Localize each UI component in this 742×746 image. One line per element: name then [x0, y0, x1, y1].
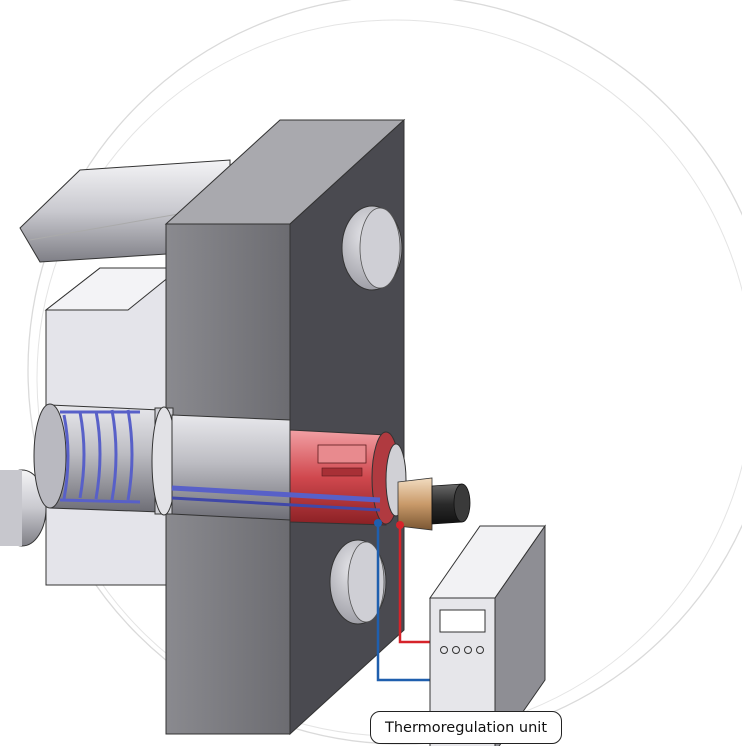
guide-rod-lower: [0, 469, 47, 547]
plate-bolt-lower: [329, 539, 387, 625]
lcd-display-icon: [439, 609, 486, 633]
background-ring-outer: [27, 0, 742, 745]
indicator-circle-icon: [452, 646, 460, 654]
return-line-cold: [374, 519, 436, 682]
indicator-circle-icon: [464, 646, 472, 654]
indicator-circle-icon: [476, 646, 484, 654]
unit-caption-label: Thermoregulation unit: [370, 711, 562, 744]
supply-line-hot: [396, 521, 436, 644]
indicator-circle-icon: [440, 646, 448, 654]
plate-bolt-upper: [341, 205, 403, 291]
cooling-channel: [59, 409, 381, 512]
